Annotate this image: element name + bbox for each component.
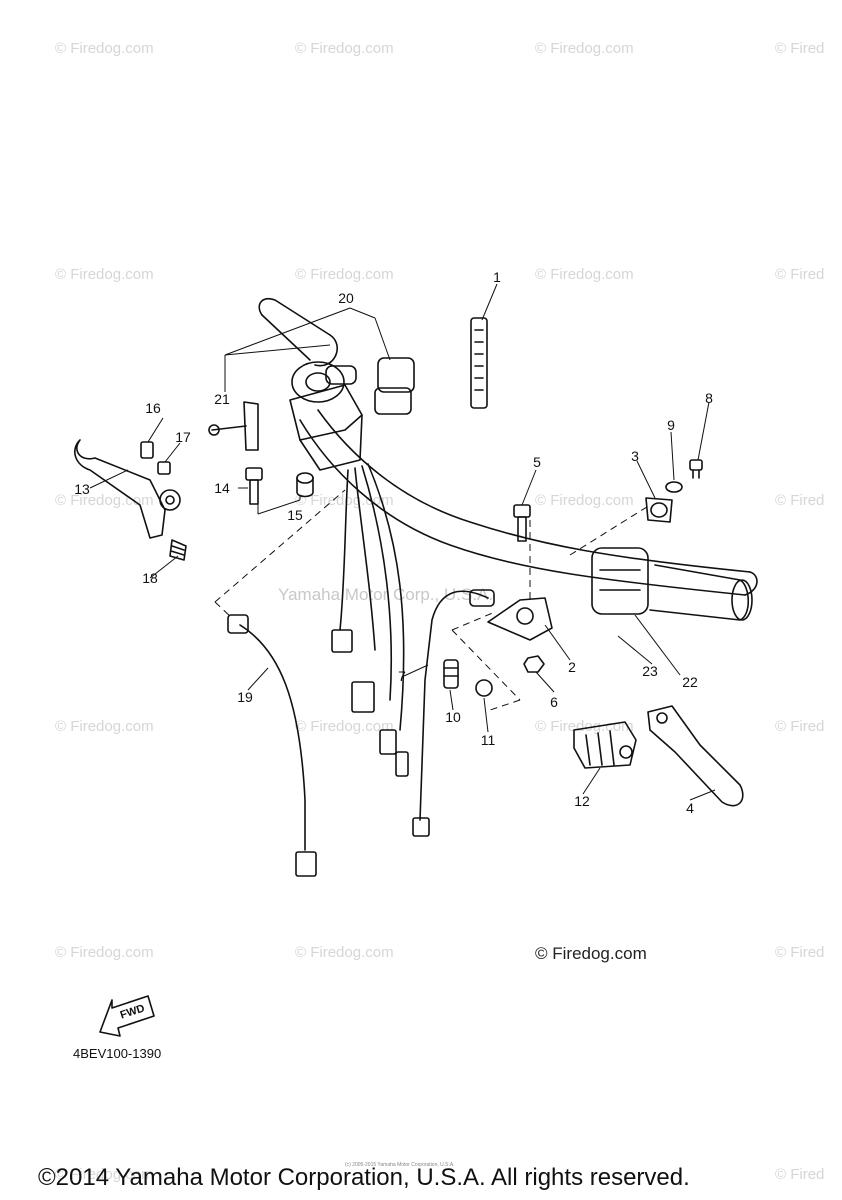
callout-19: 19 — [237, 689, 253, 705]
watermark: © Firedog.com — [535, 492, 634, 509]
left-grip — [258, 297, 345, 403]
clamp-3 — [645, 497, 673, 523]
watermark: © Firedog.com — [295, 718, 394, 735]
watermark: © Firedog.com — [55, 718, 154, 735]
screw-8 — [689, 459, 703, 479]
left-switch-housing — [289, 357, 415, 471]
left-switch-wires — [331, 463, 409, 777]
handlebar — [299, 409, 758, 596]
watermark: © Fired — [775, 1166, 825, 1183]
callout-14: 14 — [214, 480, 230, 496]
callout-7: 7 — [398, 668, 406, 684]
fwd-arrow — [99, 995, 155, 1037]
part-code: 4BEV100-1390 — [73, 1046, 162, 1061]
callout-5: 5 — [533, 454, 541, 470]
copyright-notice: ©2014 Yamaha Motor Corporation, U.S.A. A… — [38, 1164, 690, 1191]
lever-holder-2 — [487, 597, 553, 641]
callout-21: 21 — [214, 391, 230, 407]
watermark: © Firedog.com — [295, 492, 394, 509]
clutch-switch-cable — [227, 614, 317, 877]
callout-16: 16 — [145, 400, 161, 416]
callout-1: 1 — [493, 269, 501, 285]
watermark: © Firedog.com — [295, 944, 394, 961]
throttle-grip — [591, 547, 753, 621]
callout-15: 15 — [287, 507, 303, 523]
watermark: © Fired — [775, 266, 825, 283]
callout-22: 22 — [682, 674, 698, 690]
watermark: © Fired — [775, 40, 825, 57]
callout-6: 6 — [550, 694, 558, 710]
nut-11 — [475, 679, 493, 697]
callout-23: 23 — [642, 663, 658, 679]
callout-2: 2 — [568, 659, 576, 675]
lever-bracket-12 — [573, 721, 637, 769]
collar-15 — [296, 472, 314, 498]
watermark: © Firedog.com — [55, 266, 154, 283]
bolt-14 — [245, 467, 263, 505]
adjuster-10 — [443, 659, 459, 689]
watermark: © Firedog.com — [535, 718, 634, 735]
watermark: © Firedog.com — [535, 40, 634, 57]
callout-12: 12 — [574, 793, 590, 809]
site-credit: © Firedog.com — [535, 944, 647, 963]
watermark: © Firedog.com — [55, 944, 154, 961]
watermark: © Fired — [775, 492, 825, 509]
center-watermark: Yamaha Motor Corp., U.S.A. — [278, 585, 494, 604]
watermark: © Firedog.com — [55, 1166, 154, 1183]
watermark: © Firedog.com — [535, 266, 634, 283]
watermark: © Firedog.com — [295, 266, 394, 283]
stop-switch-cable — [412, 589, 495, 837]
callout-3: 3 — [631, 448, 639, 464]
bracket-21 — [208, 401, 259, 451]
watermark: © Firedog.com — [55, 40, 154, 57]
callout-9: 9 — [667, 417, 675, 433]
callout-4: 4 — [686, 800, 694, 816]
nut-6 — [523, 655, 545, 673]
callout-11: 11 — [480, 732, 496, 748]
watermark: © Fired — [775, 718, 825, 735]
cable-tie — [470, 317, 488, 409]
callout-20: 20 — [338, 290, 354, 306]
callout-18: 18 — [142, 570, 158, 586]
watermark: © Firedog.com — [295, 40, 394, 57]
callout-8: 8 — [705, 390, 713, 406]
washer-9 — [665, 481, 683, 493]
watermark: © Firedog.com — [55, 492, 154, 509]
watermark: © Fired — [775, 944, 825, 961]
callout-13: 13 — [74, 481, 90, 497]
callout-10: 10 — [445, 709, 461, 725]
callout-17: 17 — [175, 429, 191, 445]
clutch-lever — [74, 439, 181, 539]
fine-print: (c) 2005-2015 Yamaha Motor Corporation, … — [345, 1162, 455, 1168]
brake-lever — [647, 705, 744, 807]
lever-small-parts — [140, 441, 187, 561]
